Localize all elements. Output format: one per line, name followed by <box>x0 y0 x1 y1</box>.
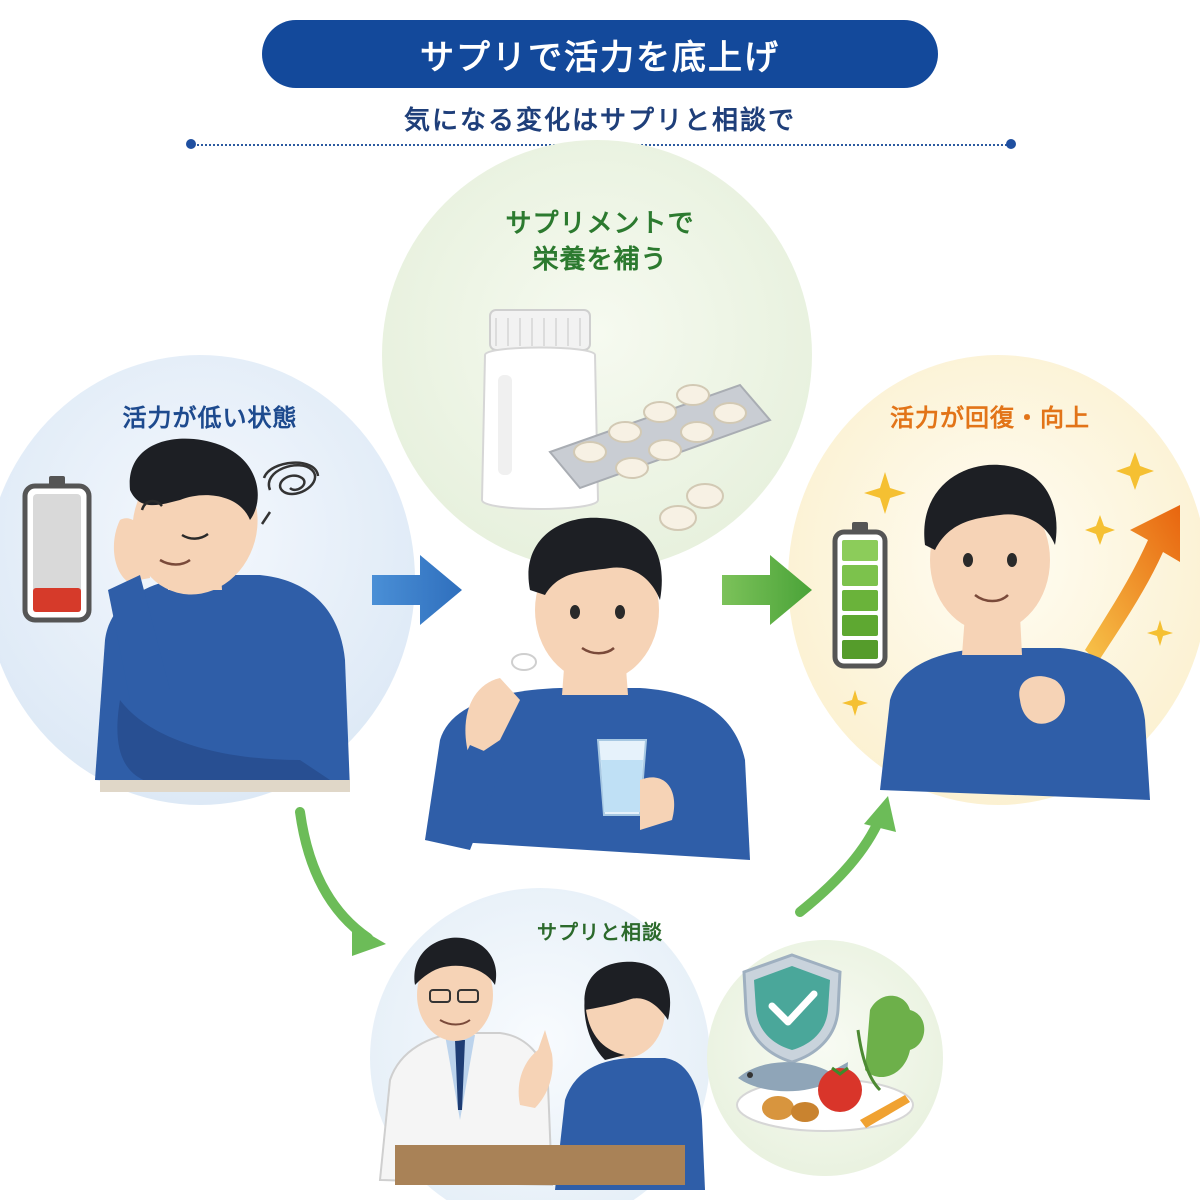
page-subtitle: 気になる変化はサプリと相談で <box>403 106 796 136</box>
arrow-to-recovered <box>722 555 812 625</box>
recovered-label: 活力が回復・向上 <box>890 404 1090 432</box>
supplement-label: サプリメントで 栄養を補う <box>440 206 760 278</box>
blister-pack-icon <box>548 383 772 531</box>
low-state-label: 活力が低い状態 <box>122 404 298 432</box>
up-arrow-icon <box>1085 505 1180 662</box>
supplement-circle <box>382 140 812 570</box>
arrow-to-consult <box>295 807 386 956</box>
battery-full-icon <box>832 522 888 669</box>
arrow-to-supplement <box>372 555 462 625</box>
happy-man-figure <box>880 464 1150 800</box>
food-plate-icon <box>736 995 925 1132</box>
page-title: サプリで活力を底上げ <box>262 20 938 88</box>
divider-dot-right <box>1006 139 1016 149</box>
sparkle-icon <box>842 452 1173 716</box>
supplement-label-line1: サプリメントで <box>505 209 695 239</box>
shield-check-icon <box>742 953 842 1064</box>
arrow-from-food <box>795 796 896 917</box>
supplement-label-line2: 栄養を補う <box>532 245 668 275</box>
man-taking-supplement-figure <box>425 517 750 860</box>
dizzy-swirl-icon <box>260 461 320 525</box>
consult-desk <box>395 1145 685 1185</box>
consult-label: サプリと相談 <box>537 920 663 944</box>
tired-man-figure <box>95 438 350 792</box>
divider-dot-left <box>186 139 196 149</box>
battery-low-icon <box>22 476 92 623</box>
